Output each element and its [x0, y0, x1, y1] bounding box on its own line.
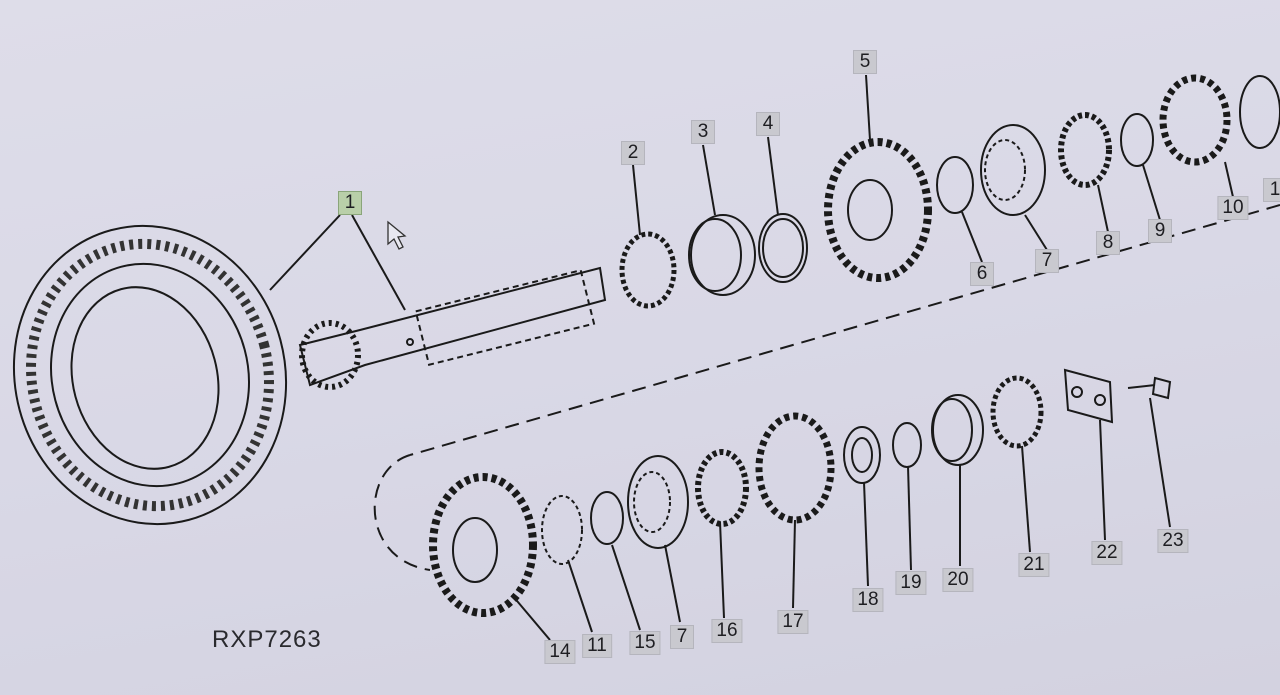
callout-8[interactable]: 8	[1096, 231, 1120, 255]
callout-6[interactable]: 6	[970, 262, 994, 286]
callout-20[interactable]: 20	[942, 568, 974, 592]
mouse-cursor-icon	[387, 220, 407, 250]
lower-parts	[429, 368, 1172, 617]
callout-21[interactable]: 21	[1018, 553, 1050, 577]
callout-1[interactable]: 1	[338, 191, 362, 215]
callout-14[interactable]: 14	[544, 640, 576, 664]
callout-3[interactable]: 3	[691, 120, 715, 144]
callout-10[interactable]: 10	[1217, 196, 1249, 220]
upper-parts	[619, 74, 1280, 309]
callout-7-lower[interactable]: 7	[670, 625, 694, 649]
upper-leaders	[632, 74, 1234, 263]
callout-22[interactable]: 22	[1091, 541, 1123, 565]
leader-line	[351, 214, 406, 311]
callout-4[interactable]: 4	[756, 112, 780, 136]
dashed-connector	[373, 454, 431, 571]
callout-19[interactable]: 19	[895, 571, 927, 595]
callout-15[interactable]: 15	[629, 631, 661, 655]
callout-23[interactable]: 23	[1157, 529, 1189, 553]
lower-leaders	[511, 397, 1171, 641]
callout-2[interactable]: 2	[621, 141, 645, 165]
figure-code: RXP7263	[212, 626, 322, 653]
callout-11-partial[interactable]: 1	[1263, 178, 1280, 202]
callout-18[interactable]: 18	[852, 588, 884, 612]
callout-7[interactable]: 7	[1035, 249, 1059, 273]
pinion-shaft	[298, 266, 607, 390]
ring-gear	[12, 224, 288, 526]
callout-5[interactable]: 5	[853, 50, 877, 74]
callout-11[interactable]: 11	[582, 634, 612, 658]
dashed-connector	[409, 204, 1280, 456]
callout-16[interactable]: 16	[711, 619, 743, 643]
leader-line	[269, 214, 341, 291]
callout-17[interactable]: 17	[777, 610, 809, 634]
callout-9[interactable]: 9	[1148, 219, 1172, 243]
